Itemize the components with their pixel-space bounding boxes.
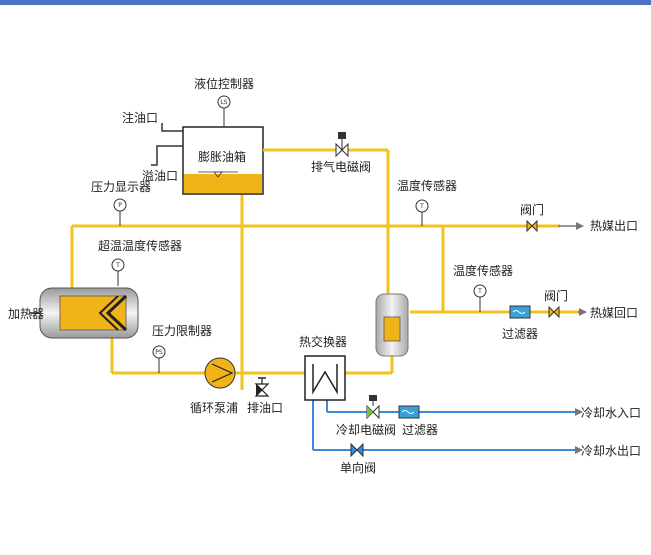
overtemp-sensor-gauge-icon <box>111 258 125 272</box>
hot-oil-return-label: 热媒回口 <box>590 306 638 320</box>
temp-sensor-right-gauge-icon <box>473 284 487 298</box>
outlet-valve-label: 阀门 <box>520 202 544 217</box>
drain-port-label: 排油口 <box>247 401 283 415</box>
level-controller-label: 液位控制器 <box>194 76 254 91</box>
temp-sensor-top-gauge-icon <box>415 199 429 213</box>
heat-exchanger <box>304 355 346 401</box>
return-filter-icon <box>509 305 531 319</box>
pressure-limiter-gauge-icon <box>152 345 166 359</box>
svg-text:LS: LS <box>220 99 227 106</box>
exhaust-solenoid-valve-label: 排气电磁阀 <box>311 159 371 174</box>
return-valve-label: 阀门 <box>544 288 568 303</box>
overflow-port-label: 溢油口 <box>142 169 178 183</box>
cooling-filter-icon <box>398 405 420 419</box>
top-accent-bar <box>0 0 651 5</box>
check-valve-label: 单向阀 <box>340 460 376 475</box>
pressure-display-label: 压力显示器 <box>91 180 151 194</box>
tank-oil-level <box>184 174 262 193</box>
expansion-tank: 膨胀油箱 <box>182 126 264 195</box>
expansion-tank-label: 膨胀油箱 <box>198 149 246 164</box>
cooling-filter-label: 过滤器 <box>402 423 438 437</box>
svg-text:PS: PS <box>155 349 163 356</box>
pressure-limiter-label: 压力限制器 <box>152 324 212 338</box>
oil-inlet-label: 注油口 <box>122 110 158 125</box>
drain-valve-icon <box>254 377 270 397</box>
hot-oil-outlet-label: 热媒出口 <box>590 219 638 233</box>
svg-text:T: T <box>115 262 120 269</box>
oil-inlet-pipe <box>161 123 183 132</box>
pressure-display-gauge-icon <box>113 198 127 212</box>
gas-separator <box>375 293 409 357</box>
outlet-valve-icon <box>526 219 538 233</box>
circulation-pump-label: 循环泵浦 <box>190 401 238 415</box>
return-valve-icon <box>548 305 560 319</box>
svg-text:T: T <box>419 203 424 210</box>
heat-exchanger-label: 热交换器 <box>299 334 347 349</box>
overflow-pipe <box>151 145 183 166</box>
heater-label: 加热器 <box>8 307 44 321</box>
exhaust-solenoid-valve-icon <box>335 132 349 158</box>
cooling-water-outlet-label: 冷却水出口 <box>581 444 641 458</box>
svg-text:P: P <box>118 202 122 209</box>
cooling-solenoid-valve-label: 冷却电磁阀 <box>336 422 396 437</box>
overtemp-sensor-label: 超温温度传感器 <box>98 238 182 253</box>
return-filter-label: 过滤器 <box>502 327 538 341</box>
circulation-pump-icon <box>204 357 236 389</box>
svg-text:T: T <box>477 288 482 295</box>
temp-sensor-right-label: 温度传感器 <box>453 263 513 278</box>
temp-sensor-top-label: 温度传感器 <box>397 178 457 193</box>
heater <box>30 287 139 339</box>
cooling-water-inlet-label: 冷却水入口 <box>581 406 641 420</box>
check-valve-icon <box>350 442 364 458</box>
level-controller-gauge-icon <box>217 95 231 109</box>
cooling-solenoid-valve-icon <box>366 395 380 420</box>
